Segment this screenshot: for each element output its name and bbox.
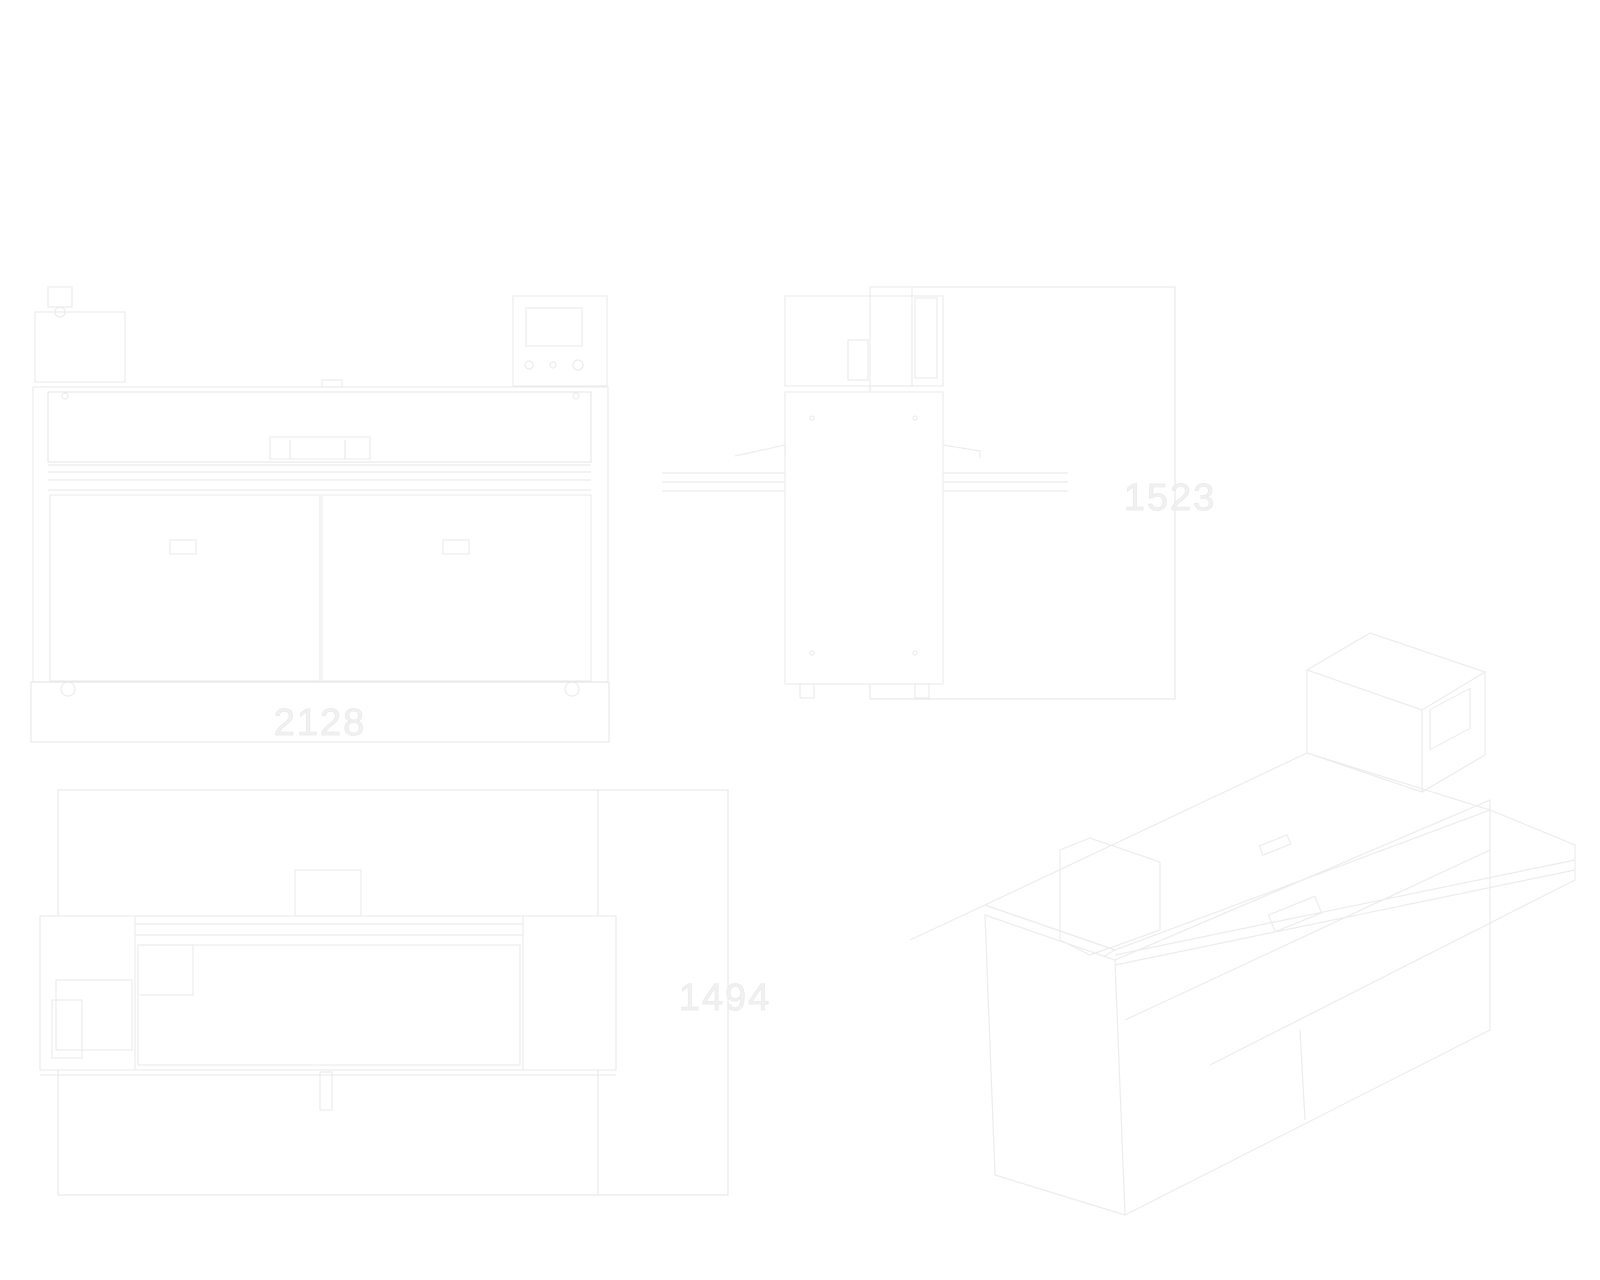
top-depth-dimension: 1494: [679, 977, 772, 1019]
front-width-dimension: 2128: [274, 702, 367, 744]
top-view: 1494: [39, 789, 772, 1196]
side-view: 1523: [662, 286, 1217, 700]
front-view: 2128: [30, 286, 610, 744]
control-panel: [512, 295, 608, 387]
side-height-dimension: 1523: [1124, 477, 1217, 519]
screen: [525, 307, 583, 347]
isometric-view: [909, 632, 1576, 1216]
